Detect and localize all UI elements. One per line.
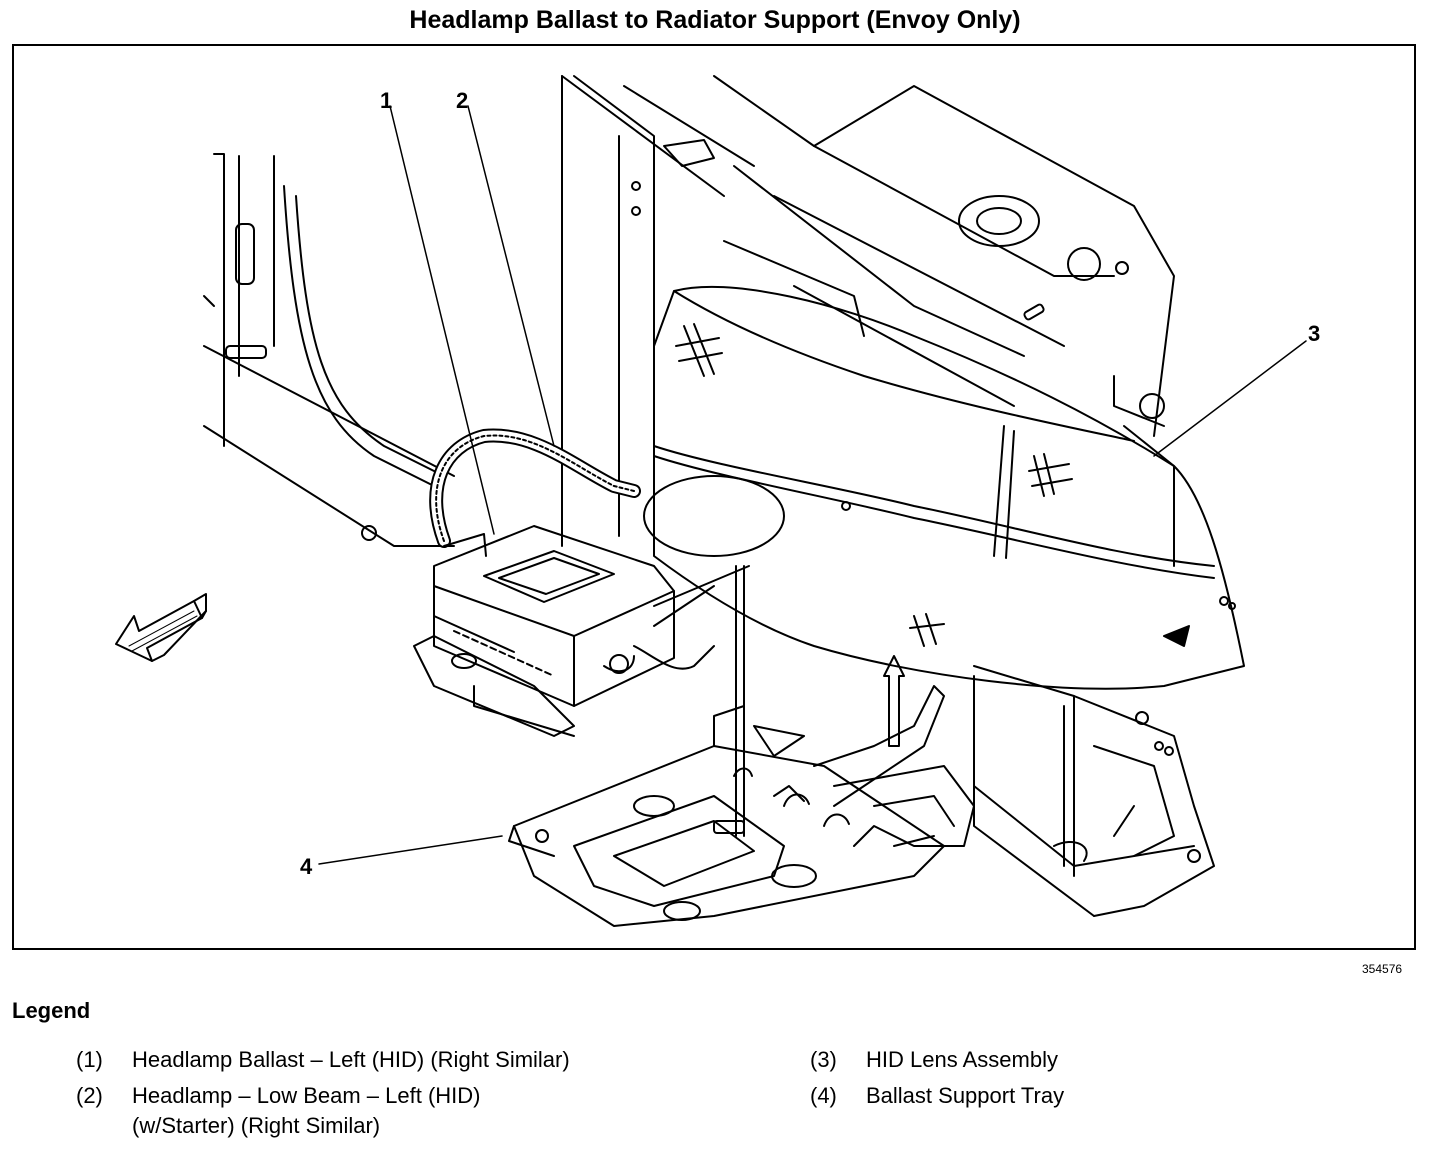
fender-panel [203, 153, 455, 547]
callout-leaders [318, 105, 1307, 865]
legend-item-number: (2) [76, 1083, 103, 1108]
callout-2: 2 [456, 88, 468, 113]
hid-lens-assembly [643, 286, 1245, 690]
wiring-harness [429, 428, 715, 670]
legend-item-4: (4) Ballast Support Tray [810, 1080, 1310, 1112]
figure-id: 354576 [1362, 962, 1403, 976]
legend-heading: Legend [12, 998, 91, 1023]
legend-item-description: Ballast Support Tray [866, 1083, 1065, 1108]
upper-cross-member [713, 75, 1175, 567]
lower-radiator-support [973, 665, 1215, 917]
legend-item-3: (3) HID Lens Assembly [810, 1044, 1310, 1076]
legend-item-description: HID Lens Assembly [866, 1047, 1058, 1072]
legend-item-description-line2: (w/Starter) (Right Similar) [132, 1113, 381, 1138]
diagram-title: Headlamp Ballast to Radiator Support (En… [409, 6, 1021, 34]
ballast-tray-flange [413, 635, 575, 737]
legend-item-1: (1) Headlamp Ballast – Left (HID) (Right… [76, 1044, 776, 1076]
forward-arrow-icon [115, 593, 207, 662]
ballast-support-tray [508, 705, 945, 927]
legend-item-number: (1) [76, 1047, 103, 1072]
legend-item-number: (3) [810, 1047, 837, 1072]
legend-item-description: Headlamp Ballast – Left (HID) (Right Sim… [132, 1047, 570, 1072]
callout-3: 3 [1308, 321, 1320, 346]
headlamp-ballast [433, 525, 675, 707]
callout-4: 4 [300, 854, 313, 879]
callout-1: 1 [380, 88, 392, 113]
legend-item-description: Headlamp – Low Beam – Left (HID) [132, 1083, 481, 1108]
exploded-view-illustration: 1 2 3 4 [115, 75, 1320, 927]
illustration-frame: 1 2 3 4 [12, 44, 1416, 950]
alignment-lines [653, 565, 750, 837]
legend-item-number: (4) [810, 1083, 837, 1108]
mounting-bracket [753, 655, 975, 847]
legend-item-2: (2) Headlamp – Low Beam – Left (HID) (w/… [76, 1080, 776, 1144]
